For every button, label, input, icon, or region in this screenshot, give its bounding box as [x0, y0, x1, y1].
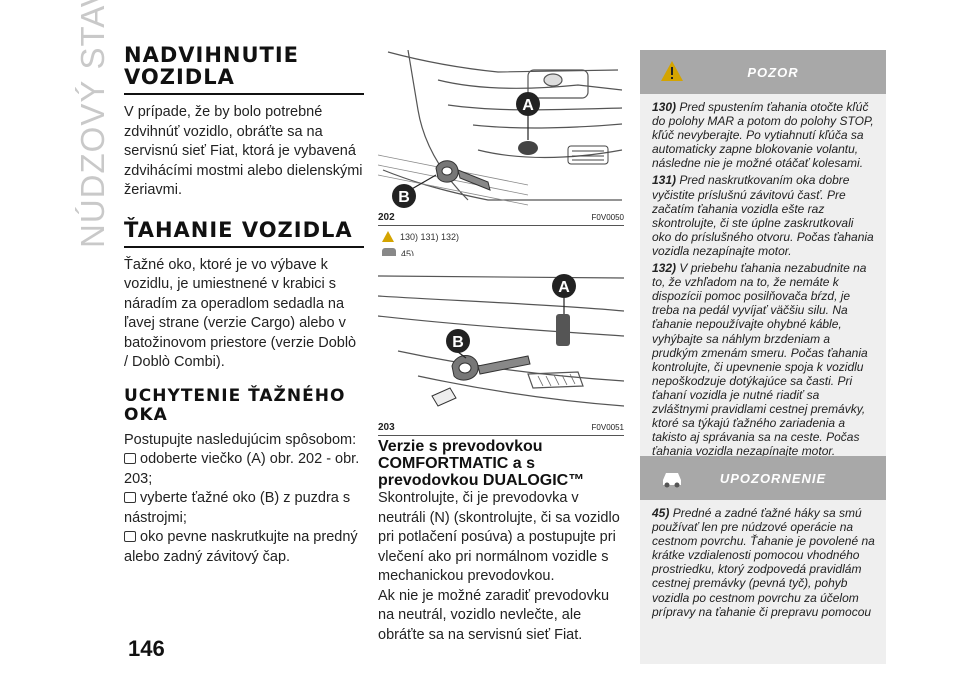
list-item: oko pevne naskrutkujte na predný alebo z… [124, 529, 358, 565]
figure-203-caption: 203 F0V0051 [378, 422, 624, 436]
callout-b-icon [392, 184, 416, 208]
rear-bumper-illustration: A B [378, 274, 624, 407]
heading-automatic-transmission: Verzie s prevodovkou COMFORTMATIC a s pr… [378, 438, 585, 489]
warning-item: 131) Pred naskrutkovaním oka dobre vyčis… [652, 173, 874, 258]
middle-column-text: Verzie s prevodovkou COMFORTMATIC a s pr… [378, 438, 626, 645]
car-caution-icon [663, 473, 681, 488]
callout-a-icon [552, 274, 576, 298]
figure-203-rear-bumper: A B [378, 256, 624, 422]
paragraph-neutral-check: Skontrolujte, či je prevodovka v neutrál… [378, 490, 620, 584]
caution-box-header: UPOZORNENIE [640, 456, 886, 500]
heading-nadvihnutie: NADVIHNUTIE VOZIDLA [124, 44, 364, 95]
heading-uchytenie: UCHYTENIE ŤAŽNÉHO OKA [124, 385, 346, 425]
callout-a-icon [516, 92, 540, 116]
warning-box-pozor: POZOR 130) Pred spustením ťahania otočte… [640, 50, 886, 467]
warning-references: 130) 131) 132) [382, 231, 459, 242]
caution-box-content: 45) Predné a zadné ťažné háky sa smú pou… [640, 500, 886, 664]
caution-box-upozornenie: UPOZORNENIE 45) Predné a zadné ťažné hák… [640, 456, 886, 664]
warning-box-header: POZOR [640, 50, 886, 94]
list-item: odoberte viečko (A) obr. 202 - obr. 203; [124, 451, 360, 487]
cover-cap [556, 314, 570, 346]
svg-text:B: B [452, 334, 464, 351]
caution-item: 45) Predné a zadné ťažné háky sa smú pou… [652, 506, 875, 619]
list-item: vyberte ťažné oko (B) z puzdra s nástroj… [124, 490, 351, 526]
paragraph-procedure: Postupujte nasledujúcim spôsobom: [124, 431, 357, 448]
page-number: 146 [128, 636, 165, 661]
warning-item: 132) V priebehu ťahania nezabudnite na t… [652, 261, 868, 459]
paragraph-no-neutral: Ak nie je možné zaradiť prevodovku na ne… [378, 587, 610, 643]
front-car-illustration: A B [378, 50, 623, 208]
paragraph-lifting: V prípade, že by bolo potrebné zdvihnúť … [124, 104, 363, 198]
figure-202-caption: 202 F0V0050 [378, 212, 624, 226]
warning-item: 130) Pred spustením ťahania otočte kľúč … [652, 100, 874, 171]
caution-references: 45) [382, 248, 414, 259]
section-side-tab: NÚDZOVÝ STAV [74, 0, 111, 248]
paragraph-towing-eye: Ťažné oko, ktoré je vo výbave k vozidlu,… [124, 256, 357, 371]
warning-triangle-icon [661, 61, 683, 81]
checkbox-bullet-icon [124, 453, 136, 464]
warning-triangle-icon [382, 231, 394, 242]
left-column: NADVIHNUTIE VOZIDLA V prípade, že by bol… [124, 44, 364, 567]
checkbox-bullet-icon [124, 531, 136, 542]
checkbox-bullet-icon [124, 492, 136, 503]
warning-box-content: 130) Pred spustením ťahania otočte kľúč … [640, 94, 886, 467]
svg-text:B: B [398, 189, 410, 206]
figure-202-front-car: A B [378, 50, 624, 212]
callout-b-icon [446, 329, 470, 353]
heading-tahanie: ŤAHANIE VOZIDLA [124, 219, 364, 248]
svg-text:A: A [558, 279, 570, 296]
svg-text:A: A [522, 97, 534, 114]
car-caution-icon [382, 248, 396, 258]
